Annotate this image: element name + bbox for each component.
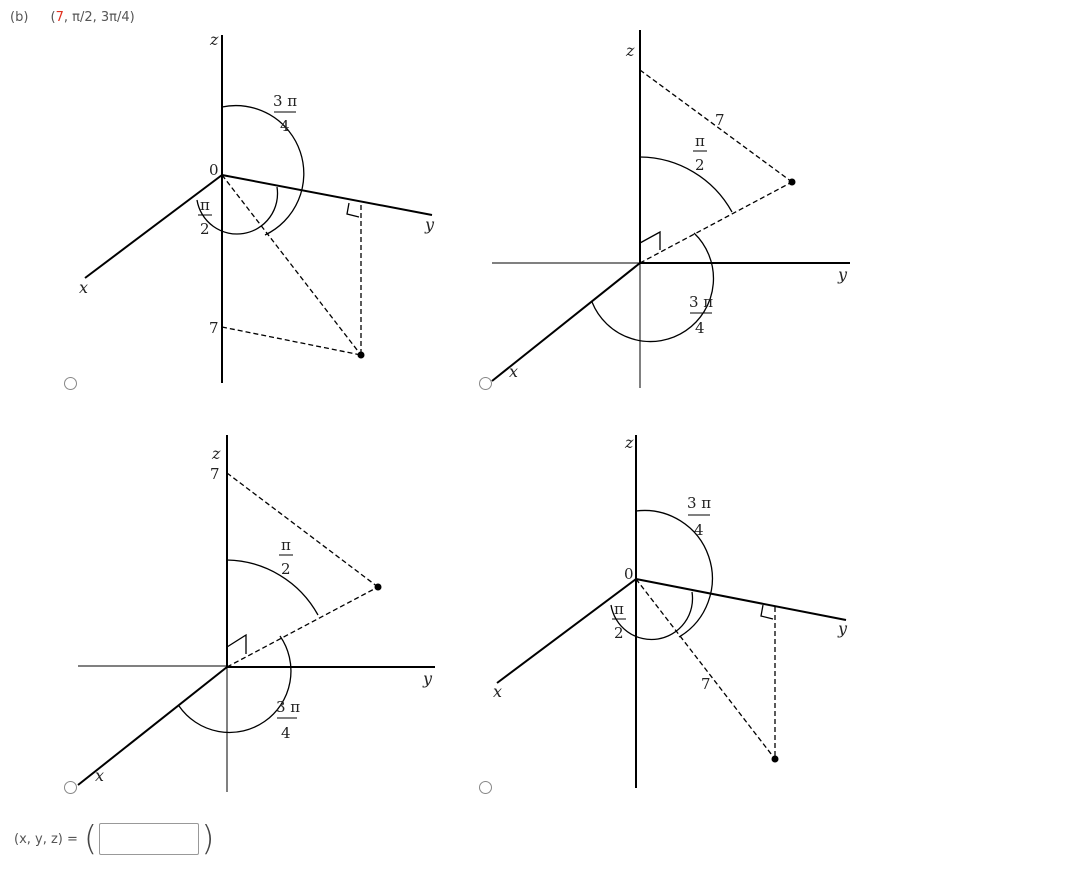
x-label: x bbox=[79, 278, 88, 297]
point-marker bbox=[771, 755, 779, 763]
answer-row: (x, y, z) = ( ) bbox=[14, 822, 216, 856]
theta-numerator: 3 π bbox=[276, 698, 300, 716]
phi-denominator: 2 bbox=[281, 560, 291, 578]
point-marker bbox=[374, 583, 382, 591]
z-label: z bbox=[209, 30, 219, 49]
right-angle-mark bbox=[346, 202, 360, 218]
part-label: (b) bbox=[10, 10, 29, 25]
radio-option-4[interactable] bbox=[479, 781, 492, 794]
phi-numerator: 3 π bbox=[687, 494, 711, 512]
z-label: z bbox=[211, 444, 221, 463]
phi-numerator: π bbox=[695, 132, 705, 150]
radio-option-1[interactable] bbox=[64, 377, 77, 390]
theta-numerator: π bbox=[614, 600, 624, 618]
x-axis bbox=[84, 174, 223, 279]
projection-line bbox=[639, 181, 793, 264]
diagram-option-2: z x y 7 π 2 3 π 4 bbox=[491, 30, 850, 388]
theta-denominator: 4 bbox=[695, 319, 705, 337]
x-label: x bbox=[509, 362, 518, 381]
radius-line bbox=[221, 174, 362, 356]
theta-denominator: 2 bbox=[614, 624, 624, 642]
phi-denominator: 4 bbox=[694, 521, 704, 539]
phi-arc bbox=[639, 156, 733, 213]
phi-arc bbox=[221, 104, 305, 236]
rho-label: 7 bbox=[701, 675, 711, 693]
origin-label: 0 bbox=[209, 161, 219, 179]
x-label: x bbox=[493, 682, 502, 701]
radius-line bbox=[226, 472, 379, 588]
radius-line bbox=[635, 578, 776, 760]
y-label: y bbox=[422, 669, 433, 688]
answer-open-paren: ( bbox=[83, 819, 98, 859]
z-label: z bbox=[624, 433, 634, 452]
radio-option-2[interactable] bbox=[479, 377, 492, 390]
diagram-option-1: z x y 0 7 3 π 4 π 2 bbox=[79, 30, 435, 383]
theta-numerator: 3 π bbox=[689, 293, 713, 311]
x-axis bbox=[496, 578, 637, 684]
coordinate-r-value: 7 bbox=[55, 10, 64, 25]
theta-numerator: π bbox=[200, 196, 210, 214]
phi-numerator: 3 π bbox=[273, 92, 297, 110]
problem-header: (b) (7, π/2, 3π/4) bbox=[10, 10, 135, 25]
x-label: x bbox=[95, 766, 104, 785]
right-angle-mark bbox=[226, 633, 247, 654]
theta-denominator: 2 bbox=[200, 220, 210, 238]
diagram-option-4: z x y 0 7 3 π 4 π 2 bbox=[493, 433, 848, 788]
y-label: y bbox=[837, 619, 848, 638]
z-label: z bbox=[625, 41, 635, 60]
theta-arc bbox=[591, 232, 715, 343]
y-label: y bbox=[837, 265, 848, 284]
point-marker bbox=[357, 351, 365, 359]
y-label: y bbox=[424, 215, 435, 234]
theta-arc bbox=[196, 186, 279, 235]
point-marker bbox=[788, 178, 796, 186]
rho-label: 7 bbox=[715, 111, 725, 129]
phi-numerator: π bbox=[281, 536, 291, 554]
theta-denominator: 4 bbox=[281, 724, 291, 742]
y-axis bbox=[221, 174, 433, 216]
phi-denominator: 2 bbox=[695, 156, 705, 174]
x-axis bbox=[491, 262, 641, 382]
phi-arc bbox=[226, 559, 319, 616]
theta-arc bbox=[178, 635, 292, 734]
diagram-option-3: z 7 x y π 2 3 π 4 bbox=[77, 435, 435, 792]
coordinate-open: ( bbox=[50, 10, 56, 25]
right-angle-mark bbox=[760, 604, 774, 620]
right-angle-mark bbox=[639, 230, 661, 250]
answer-close-paren: ) bbox=[201, 819, 215, 859]
phi-denominator: 4 bbox=[280, 117, 290, 135]
radio-option-3[interactable] bbox=[64, 781, 77, 794]
projection-line bbox=[226, 586, 379, 668]
answer-label: (x, y, z) = bbox=[14, 831, 78, 847]
phi-arc bbox=[635, 509, 713, 638]
origin-label: 0 bbox=[624, 565, 634, 583]
z-projection-line bbox=[221, 326, 362, 356]
rho-tick-label: 7 bbox=[209, 319, 219, 337]
theta-arc bbox=[610, 591, 694, 641]
x-axis bbox=[77, 666, 228, 786]
y-axis bbox=[635, 578, 847, 621]
answer-input[interactable] bbox=[99, 823, 200, 855]
rho-tick-label: 7 bbox=[210, 465, 220, 483]
coordinate-rest: , π/2, 3π/4) bbox=[63, 10, 135, 25]
